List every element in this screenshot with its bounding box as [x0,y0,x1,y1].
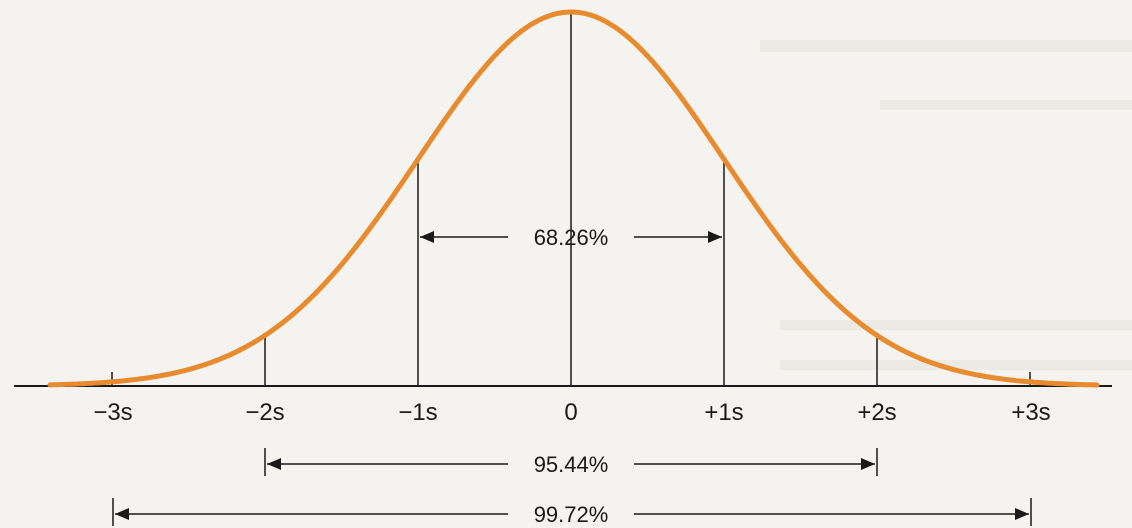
background-texture [760,40,1132,370]
interval-95-label: 95.44% [534,452,609,477]
tick-label-minus-1s: −1s [398,399,437,426]
interval-68-left-arrowhead [420,231,434,243]
sd-lines [111,12,1031,386]
tick-label-plus-1s: +1s [704,399,743,426]
bell-curve [47,9,1100,388]
interval-68-right-arrowhead [708,231,722,243]
interval-95: 95.44% [264,448,878,477]
interval-68: 68.26% [420,225,722,250]
interval-95-right-arrowhead [861,458,875,470]
interval-99-label: 99.72% [534,502,609,527]
interval-99: 99.72% [112,498,1032,527]
interval-99-right-arrowhead [1015,508,1029,520]
tick-label-plus-2s: +2s [857,399,896,426]
interval-68-label: 68.26% [534,225,609,250]
tick-label-plus-3s: +3s [1011,399,1050,426]
tick-label-minus-2s: −2s [245,399,284,426]
interval-95-left-arrowhead [267,458,281,470]
tick-label-minus-3s: −3s [93,399,132,426]
tick-label-zero: 0 [564,399,577,426]
tick-labels: −3s −2s −1s 0 +1s +2s +3s [93,399,1050,426]
interval-99-left-arrowhead [115,508,129,520]
